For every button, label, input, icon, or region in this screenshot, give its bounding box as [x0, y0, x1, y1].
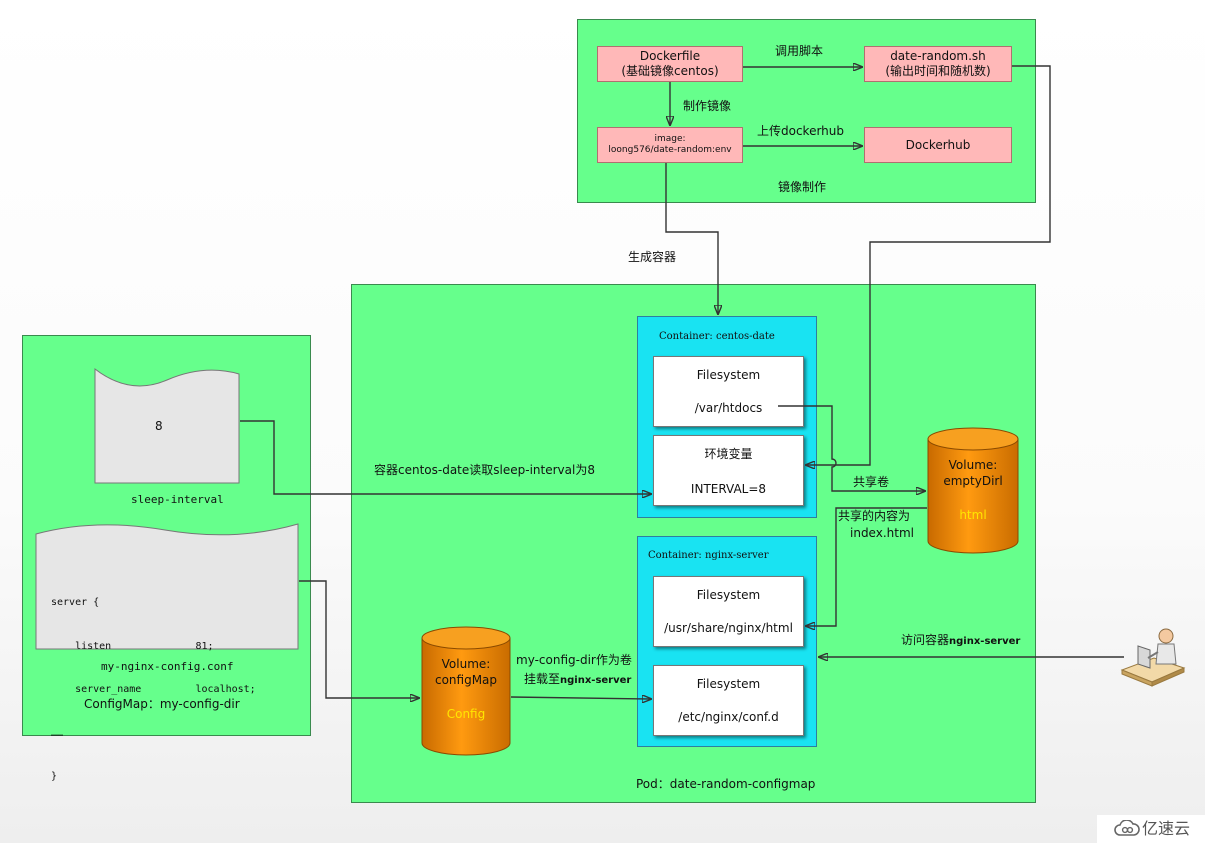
- sleep-interval-caption: sleep-interval: [131, 493, 224, 506]
- nginx-fs-conf-path: /etc/nginx/conf.d: [678, 710, 779, 724]
- nginx-fs-html: Filesystem /usr/share/nginx/html: [653, 576, 804, 647]
- edge-label-read-interval: 容器centos-date读取sleep-interval为8: [374, 463, 595, 477]
- mount-prefix: 挂载至: [524, 672, 561, 686]
- centos-env: 环境变量 INTERVAL=8: [653, 435, 804, 506]
- dockerfile-subtitle: (基础镜像centos): [621, 64, 719, 78]
- centos-fs-path: /var/htdocs: [694, 401, 763, 415]
- script-title: date-random.sh: [890, 49, 986, 63]
- centos-filesystem: Filesystem /var/htdocs: [653, 356, 804, 427]
- edge-mount: [510, 697, 651, 699]
- edge-htdocs-emptydir: [778, 405, 925, 491]
- watermark-text: 亿速云: [1142, 819, 1191, 838]
- config-line: listen 81;: [51, 640, 214, 652]
- config-line: }: [51, 771, 58, 782]
- edge-label-upload: 上传dockerhub: [757, 124, 845, 138]
- sleep-interval-value: 8: [155, 419, 163, 433]
- nginx-fs-conf: Filesystem /etc/nginx/conf.d: [653, 665, 804, 736]
- dockerfile-title: Dockerfile: [639, 49, 701, 63]
- nginx-config-doc: [35, 523, 299, 650]
- centos-fs-label: Filesystem: [696, 368, 761, 382]
- image-name: loong576/date-random:env: [608, 145, 732, 155]
- edge-label-gen-container: 生成容器: [628, 250, 677, 264]
- config-map-vol-line3: Config: [446, 707, 486, 721]
- centos-env-label: 环境变量: [704, 447, 753, 461]
- empty-dir-line3: html: [959, 508, 987, 522]
- edge-label-call-script: 调用脚本: [775, 44, 824, 58]
- nginx-config-caption: my-nginx-config.conf: [101, 660, 234, 673]
- dockerfile-node: Dockerfile (基础镜像centos): [597, 46, 743, 82]
- edge-label-make-image: 制作镜像: [683, 99, 732, 113]
- mount-target: nginx-server: [560, 675, 632, 686]
- image-build-label: 镜像制作: [778, 180, 827, 194]
- centos-container-title: Container: centos-date: [659, 331, 775, 342]
- image-title: image:: [654, 134, 686, 144]
- edge-label-mount-2: 挂载至nginx-server: [524, 672, 631, 688]
- edge-gen-container: [665, 163, 718, 314]
- edge-label-access-nginx: 访问容器nginx-server: [901, 633, 1020, 649]
- nginx-config-lines: server { listen 81; server_name localhos…: [51, 567, 256, 799]
- script-subtitle: (输出时间和随机数): [885, 64, 991, 78]
- edge-label-share-volume: 共享卷: [853, 475, 890, 489]
- config-map-vol-line1: Volume:: [441, 657, 491, 671]
- nginx-fs-conf-label: Filesystem: [696, 677, 761, 691]
- access-prefix: 访问容器: [901, 633, 950, 647]
- edge-config-volume: [299, 580, 419, 698]
- dockerhub-node: Dockerhub: [864, 127, 1012, 163]
- config-line: server {: [51, 597, 100, 608]
- image-node: image: loong576/date-random:env: [597, 127, 743, 163]
- edge-label-mount-1: my-config-dir作为卷: [516, 653, 632, 667]
- empty-dir-line1: Volume:: [948, 458, 998, 472]
- script-node: date-random.sh (输出时间和随机数): [864, 46, 1012, 82]
- dockerhub-title: Dockerhub: [905, 137, 971, 152]
- edge-label-shared-content-1: 共享的内容为: [838, 509, 911, 523]
- pod-title: Pod：date-random-configmap: [636, 777, 816, 791]
- config-line: server_name localhost;: [51, 684, 256, 695]
- nginx-container-title: Container: nginx-server: [648, 550, 769, 561]
- empty-dir-line2: emptyDirl: [943, 474, 1003, 488]
- access-target: nginx-server: [949, 636, 1021, 647]
- empty-dir-volume: [927, 427, 1019, 554]
- configmap-title: ConfigMap：my-config-dir: [84, 697, 240, 711]
- user-workstation-icon: [1120, 628, 1186, 687]
- nginx-fs-html-path: /usr/share/nginx/html: [664, 621, 793, 635]
- edge-script-env: [806, 65, 1051, 465]
- nginx-fs-html-label: Filesystem: [696, 588, 761, 602]
- sleep-interval-doc: [94, 368, 240, 484]
- config-map-vol-line2: configMap: [434, 673, 498, 687]
- config-line: ……: [51, 727, 64, 739]
- edge-emptydir-nginx: [806, 507, 927, 626]
- centos-env-value: INTERVAL=8: [690, 482, 767, 496]
- config-map-volume: [421, 626, 511, 756]
- edge-read-interval: [240, 420, 651, 494]
- edge-label-shared-content-2: index.html: [850, 526, 914, 540]
- cloud-logo-icon: [1114, 820, 1140, 836]
